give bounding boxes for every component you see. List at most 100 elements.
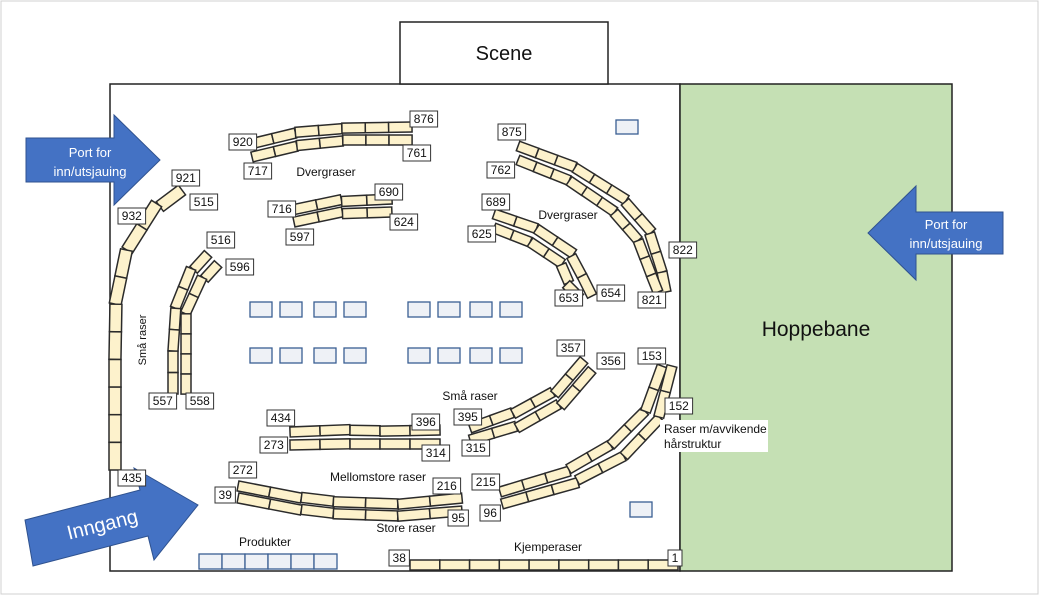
seat-number-box xyxy=(214,486,236,504)
seat-number-tag: 557 xyxy=(148,392,178,410)
seat-number-tag: 920 xyxy=(228,133,258,151)
mellomstore-raser-label: Mellomstore raser xyxy=(330,470,426,484)
seat-cell xyxy=(364,497,399,510)
seat-number-tag: 395 xyxy=(453,408,483,426)
seat-number-tag: 558 xyxy=(185,392,215,410)
seat-number-box xyxy=(479,504,501,522)
seat-number-box xyxy=(409,110,439,128)
table-top-right xyxy=(615,119,639,135)
seat-number-box xyxy=(374,183,404,201)
seat-number-tag: 96 xyxy=(479,504,501,522)
port-right-text-line1: Port for xyxy=(925,217,968,232)
seat-number-text: 38 xyxy=(393,551,407,565)
seat-number-box xyxy=(447,509,469,527)
scene-box xyxy=(399,21,609,85)
seat-number-box xyxy=(596,284,626,302)
seat-number-box xyxy=(486,161,516,179)
seat-number-tag: 357 xyxy=(556,339,586,357)
seat-number-box xyxy=(664,397,694,415)
seat-cell xyxy=(428,492,464,507)
seat-number-text: 761 xyxy=(407,146,427,160)
seat-number-box xyxy=(148,392,178,410)
seat-number-tag: 434 xyxy=(266,409,296,427)
seat-number-tag: 315 xyxy=(461,439,491,457)
seat-cell xyxy=(528,559,560,571)
scene-label: Scene xyxy=(476,43,533,65)
seat-number-text: 557 xyxy=(153,394,173,408)
seat-number-box xyxy=(267,200,297,218)
seat-number-text: 822 xyxy=(673,243,693,257)
seat-number-tag: 821 xyxy=(637,291,667,309)
seat-number-box xyxy=(117,469,147,487)
seat-cell xyxy=(108,358,122,388)
avvikende-label-bg xyxy=(660,420,768,452)
seat-number-text: 314 xyxy=(426,446,446,460)
table xyxy=(279,347,303,364)
seat-number-tag: 822 xyxy=(668,241,698,259)
seat-cell xyxy=(379,424,411,437)
seat-number-tag: 921 xyxy=(171,169,201,187)
dvergraser-right-label: Dvergraser xyxy=(538,208,597,222)
table xyxy=(343,347,367,364)
seat-number-tag: 39 xyxy=(214,486,236,504)
seat-cell xyxy=(167,371,179,395)
seat-cell xyxy=(379,438,411,450)
seat-number-text: 875 xyxy=(502,125,522,139)
seat-cell xyxy=(659,363,678,394)
seat-number-box xyxy=(481,193,511,211)
seat-cell xyxy=(648,363,668,392)
seat-cell xyxy=(366,206,393,219)
seat-number-tag: 272 xyxy=(228,461,258,479)
seat-number-tag: 762 xyxy=(486,161,516,179)
sma-raser-left-label: Små raser xyxy=(137,314,149,365)
sma-raser-right-label: Små raser xyxy=(442,389,497,403)
seat-number-tag: 435 xyxy=(117,469,147,487)
seat-number-box xyxy=(497,123,527,141)
seat-number-tag: 153 xyxy=(637,347,667,365)
seat-cell xyxy=(364,509,399,522)
seat-number-text: 596 xyxy=(230,260,250,274)
table xyxy=(437,301,461,318)
seat-cell xyxy=(340,194,368,208)
hoppebane-area xyxy=(679,83,953,572)
seat-number-box xyxy=(228,461,258,479)
seat-cell xyxy=(108,330,123,361)
table xyxy=(469,301,493,318)
store-raser-label: Store raser xyxy=(376,521,435,535)
seat-number-text: 515 xyxy=(194,195,214,209)
table xyxy=(499,301,523,318)
seat-number-text: 95 xyxy=(452,511,466,525)
seat-number-tag: 717 xyxy=(243,162,273,180)
seat-cell xyxy=(317,122,344,137)
seat-number-text: 395 xyxy=(458,410,478,424)
seat-cell xyxy=(108,413,122,444)
seat-number-text: 315 xyxy=(466,441,486,455)
seat-cell xyxy=(319,423,351,437)
hoppebane-label: Hoppebane xyxy=(762,318,871,341)
seat-cell xyxy=(332,507,367,521)
seat-cell xyxy=(108,441,122,471)
seat-cell xyxy=(558,559,590,571)
seat-number-box xyxy=(228,133,258,151)
table xyxy=(343,301,367,318)
seat-cell xyxy=(617,559,649,571)
seat-number-text: 96 xyxy=(484,506,498,520)
seat-cell xyxy=(498,559,530,571)
seat-cell xyxy=(167,350,179,374)
seat-number-box xyxy=(117,207,147,225)
seat-number-box xyxy=(411,413,441,431)
seat-number-text: 558 xyxy=(190,394,210,408)
seat-cell xyxy=(388,134,413,146)
seat-number-box xyxy=(189,193,219,211)
table xyxy=(249,347,273,364)
seat-number-tag: 625 xyxy=(467,225,497,243)
seat-number-box xyxy=(467,225,497,243)
seat-number-tag: 516 xyxy=(206,231,236,249)
seat-number-tag: 653 xyxy=(554,289,584,307)
table xyxy=(437,347,461,364)
seat-number-box xyxy=(556,339,586,357)
seat-number-box xyxy=(388,549,410,567)
seat-cell xyxy=(439,559,471,571)
